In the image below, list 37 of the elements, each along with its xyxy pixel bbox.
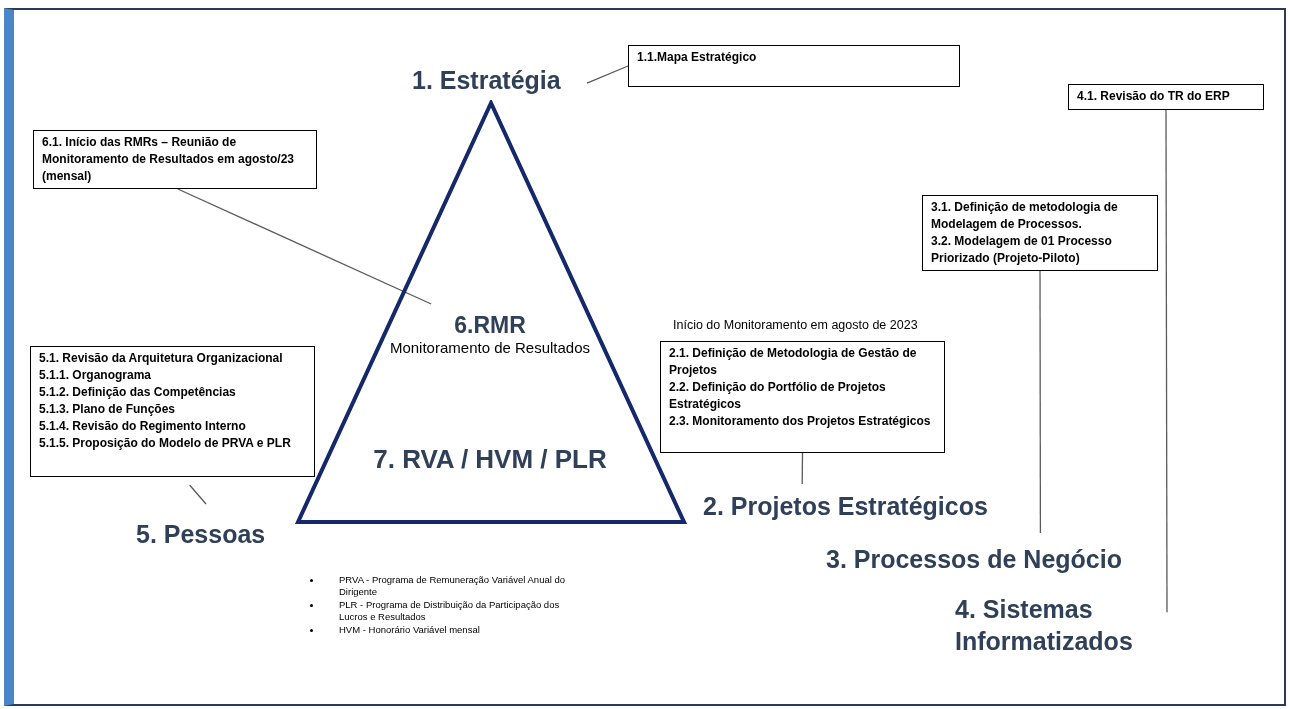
- leader-line: [177, 188, 432, 305]
- note-box: [30, 346, 315, 477]
- abbreviation-note: PRVA - Programa de Remuneração Variável Anual do Dirigente: [339, 574, 566, 598]
- pillar-title-text: 4. Sistemas Informatizados: [955, 594, 1134, 657]
- note-box: [922, 195, 1158, 271]
- leader-line: [1165, 109, 1168, 613]
- leader-line: [188, 484, 207, 505]
- note-box: [1068, 84, 1264, 110]
- note-text: 4.1. Revisão do TR do ERP: [1077, 88, 1231, 105]
- note-text: 3.1. Definição de metodologia de Modelagem de Processos.: [931, 199, 1119, 233]
- note-text: 5.1.3. Plano de Funções: [39, 401, 177, 418]
- note-text: Início do Monitoramento em agosto de 2023: [673, 317, 918, 333]
- abbreviation-note: HVM - Honorário Variável mensal: [339, 624, 480, 636]
- leader-line: [1039, 270, 1042, 534]
- pyramid-heading: 6.RMR: [454, 312, 526, 339]
- pillar-title-text: 2. Projetos Estratégicos: [703, 491, 989, 522]
- note-box: [33, 130, 317, 189]
- leader-line: [801, 452, 804, 485]
- pillar-title-text: 1. Estratégia: [412, 65, 562, 96]
- pyramid-heading: 7. RVA / HVM / PLR: [373, 443, 607, 475]
- abbreviation-note: PLR - Programa de Distribuição da Participação dos Lucros e Resultados: [339, 599, 561, 623]
- note-text: 5.1. Revisão da Arquitetura Organizacional: [39, 350, 284, 367]
- pillar-title-text: 3. Processos de Negócio: [826, 544, 1123, 575]
- note-text: 2.3. Monitoramento dos Projetos Estratégicos: [669, 413, 932, 430]
- note-text: 5.1.1. Organograma: [39, 367, 153, 384]
- note-text: 5.1.5. Proposição do Modelo de PRVA e PLR: [39, 435, 292, 452]
- note-text: 6.1. Início das RMRs – Reunião de Monitoramento de Resultados em agosto/23 (mensal): [42, 134, 296, 185]
- note-text: 2.2. Definição do Portfólio de Projetos Estratégicos: [669, 379, 887, 413]
- note-box: [628, 45, 960, 87]
- leader-line: [586, 65, 629, 84]
- note-text: 1.1.Mapa Estratégico: [637, 49, 758, 66]
- note-text: 2.1. Definição de Metodologia de Gestão de Projetos: [669, 345, 918, 379]
- note-text: 3.2. Modelagem de 01 Processo Priorizado (Projeto-Piloto): [931, 233, 1113, 267]
- note-text: 5.1.4. Revisão do Regimento Interno: [39, 418, 247, 435]
- note-text: 5.1.2. Definição das Competências: [39, 384, 237, 401]
- pillar-title-text: 5. Pessoas: [136, 519, 267, 550]
- pyramid-subtitle: Monitoramento de Resultados: [389, 339, 591, 357]
